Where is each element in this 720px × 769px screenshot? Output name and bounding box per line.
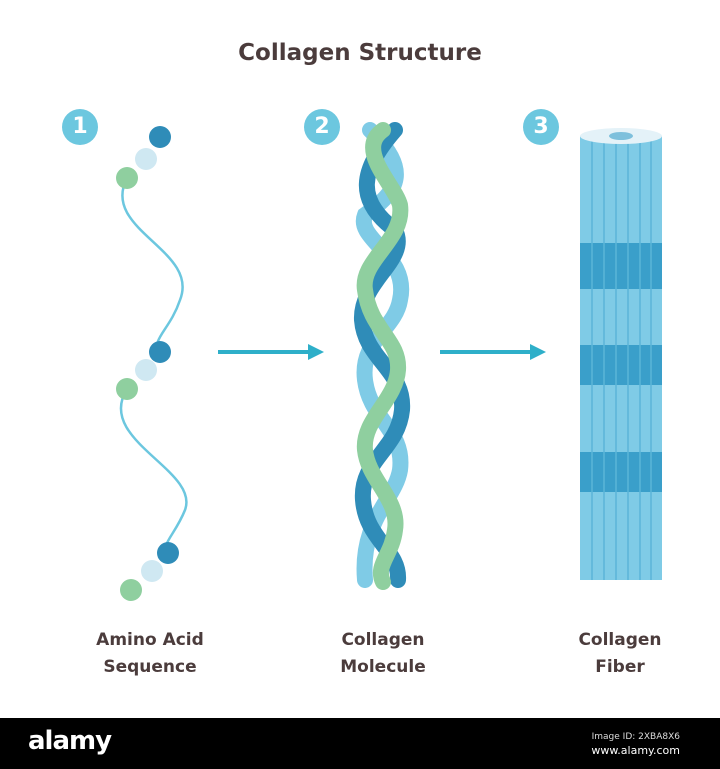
step-number-3: 3 [523, 109, 559, 145]
label-line: Fiber [595, 657, 645, 677]
collagen-triple-helix [354, 122, 411, 590]
collagen-fiber [580, 128, 662, 580]
step-number-1: 1 [62, 109, 98, 145]
label-collagen-fiber: Collagen Fiber [530, 627, 710, 681]
step-number-2: 2 [304, 109, 340, 145]
image-id: Image ID: 2XBA8X6 [591, 732, 680, 742]
diagram-title: Collagen Structure [238, 40, 482, 66]
label-line: Amino Acid [96, 630, 204, 650]
label-line: Molecule [340, 657, 426, 677]
arrow-1 [218, 344, 324, 360]
amino-acid-chain [116, 126, 188, 601]
footer-url: www.alamy.com [591, 744, 680, 757]
label-amino-acid-sequence: Amino Acid Sequence [60, 627, 240, 681]
arrow-2 [440, 344, 546, 360]
amino-acid-beads [116, 126, 179, 601]
label-line: Collagen [578, 630, 662, 650]
label-line: Collagen [341, 630, 425, 650]
label-collagen-molecule: Collagen Molecule [293, 627, 473, 681]
alamy-logo: alamy [28, 726, 112, 756]
label-line: Sequence [103, 657, 197, 677]
watermark-footer: alamy Image ID: 2XBA8X6 www.alamy.com [0, 718, 720, 769]
diagram-illustration [116, 122, 662, 601]
